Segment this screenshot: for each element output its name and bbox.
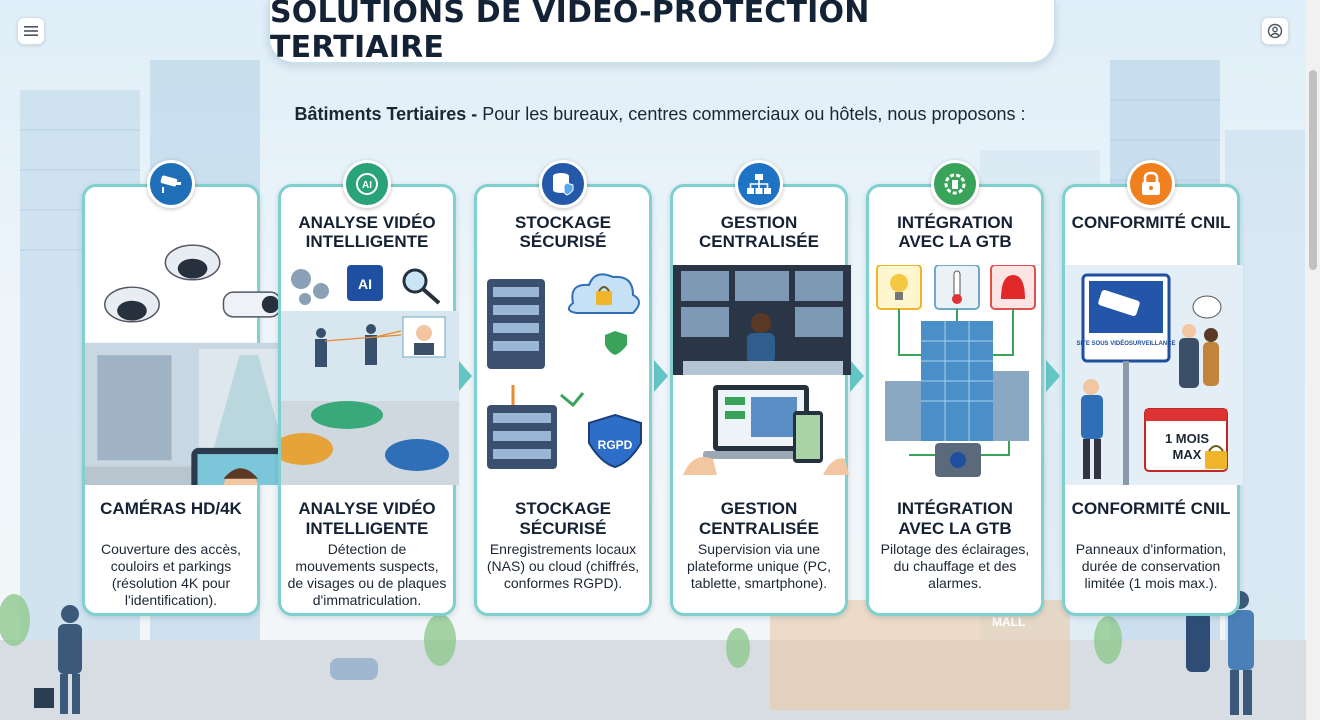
card-6-badge — [1127, 160, 1175, 208]
card-1-badge — [147, 160, 195, 208]
rgpd-shield-text: RGPD — [598, 438, 633, 452]
scrollbar-thumb[interactable] — [1309, 70, 1317, 270]
card-5-badge — [931, 160, 979, 208]
card-4-title: GESTION CENTRALISÉE — [699, 213, 819, 251]
card-6-illustration: SITE SOUS VIDÉOSURVEILLANCE 1 MOIS MAX — [1065, 265, 1243, 485]
card-cnil-compliance[interactable]: CONFORMITÉ CNIL SITE SOUS VIDÉOSURVEILLA… — [1062, 160, 1243, 616]
title-banner: SOLUTIONS DE VIDÉO-PROTECTION TERTIAIRE — [268, 0, 1056, 65]
card-5-description: Pilotage des éclairages, du chauffage et… — [880, 541, 1030, 591]
cnil-sign-text: SITE SOUS VIDÉOSURVEILLANCE — [1077, 339, 1176, 347]
card-2-heading: ANALYSE VIDÉO INTELLIGENTE — [298, 499, 436, 538]
intro-text: Bâtiments Tertiaires - Pour les bureaux,… — [0, 104, 1320, 125]
card-2-badge: AI — [343, 160, 391, 208]
account-icon — [1267, 23, 1283, 39]
card-2-description: Détection de mouvements suspects, de vis… — [287, 541, 447, 608]
menu-button[interactable] — [17, 17, 45, 45]
mall-sign-text: MALL — [992, 615, 1025, 629]
padlock-icon — [1142, 171, 1160, 195]
card-4-badge — [735, 160, 783, 208]
svg-text:AI: AI — [362, 180, 372, 191]
gear-building-icon — [944, 173, 966, 195]
card-3-title: STOCKAGE SÉCURISÉ — [514, 213, 612, 251]
arrow-4 — [850, 360, 864, 392]
card-3-illustration: RGPD — [487, 273, 642, 469]
card-storage[interactable]: STOCKAGE SÉCURISÉ RGPD STOCKAGE SÉCURISÉ… — [474, 160, 652, 616]
card-1-illustration — [85, 244, 306, 485]
card-6-title: CONFORMITÉ CNIL — [1071, 213, 1231, 232]
card-centralized-management[interactable]: GESTION CENTRALISÉE GESTION CENTRALISÉE … — [670, 160, 851, 616]
card-5-heading: INTÉGRATION AVEC LA GTB — [897, 499, 1013, 538]
card-5-title: INTÉGRATION AVEC LA GTB — [897, 213, 1013, 251]
card-5-illustration — [876, 265, 1036, 477]
card-2-title: ANALYSE VIDÉO INTELLIGENTE — [298, 213, 436, 251]
ai-brain-icon: AI — [356, 173, 378, 195]
card-4-heading: GESTION CENTRALISÉE — [699, 499, 819, 538]
card-4-description: Supervision via une plateforme unique (P… — [687, 541, 831, 591]
card-6-heading: CONFORMITÉ CNIL — [1071, 499, 1231, 518]
arrow-3 — [654, 360, 668, 392]
intro-rest: Pour les bureaux, centres commerciaux ou… — [477, 104, 1026, 124]
card-3-badge — [539, 160, 587, 208]
page-title: SOLUTIONS DE VIDÉO-PROTECTION TERTIAIRE — [270, 0, 870, 65]
card-3-description: Enregistrements locaux (NAS) ou cloud (c… — [486, 541, 640, 591]
card-1-description: Couverture des accès, couloirs et parkin… — [100, 541, 242, 608]
account-button[interactable] — [1261, 17, 1289, 45]
card-gtb-integration[interactable]: INTÉGRATION AVEC LA GTB INTÉGRATION AVEC… — [866, 160, 1044, 616]
ai-chip-text: AI — [358, 276, 372, 292]
card-6-description: Panneaux d'information, durée de conserv… — [1075, 541, 1227, 591]
database-shield-icon — [553, 173, 574, 196]
intro-bold: Bâtiments Tertiaires - — [294, 104, 478, 124]
card-3-heading: STOCKAGE SÉCURISÉ — [514, 499, 612, 538]
calendar-text-line2: MAX — [1173, 447, 1202, 462]
security-camera-icon — [160, 175, 181, 193]
arrow-2 — [458, 360, 472, 392]
arrow-5 — [1046, 360, 1060, 392]
calendar-text-line1: 1 MOIS — [1165, 431, 1209, 446]
card-4-illustration — [673, 265, 851, 475]
hamburger-menu-icon — [24, 26, 38, 36]
card-2-illustration: AI — [281, 265, 459, 485]
card-1-heading: CAMÉRAS HD/4K — [100, 499, 242, 518]
card-ai-analysis[interactable]: AI ANALYSE VIDÉO INTELLIGENTE AI ANALYSE… — [278, 160, 459, 616]
network-hierarchy-icon — [747, 174, 771, 194]
card-cameras[interactable]: CAMÉRAS HD/4K Couverture des accès, coul… — [82, 160, 306, 616]
